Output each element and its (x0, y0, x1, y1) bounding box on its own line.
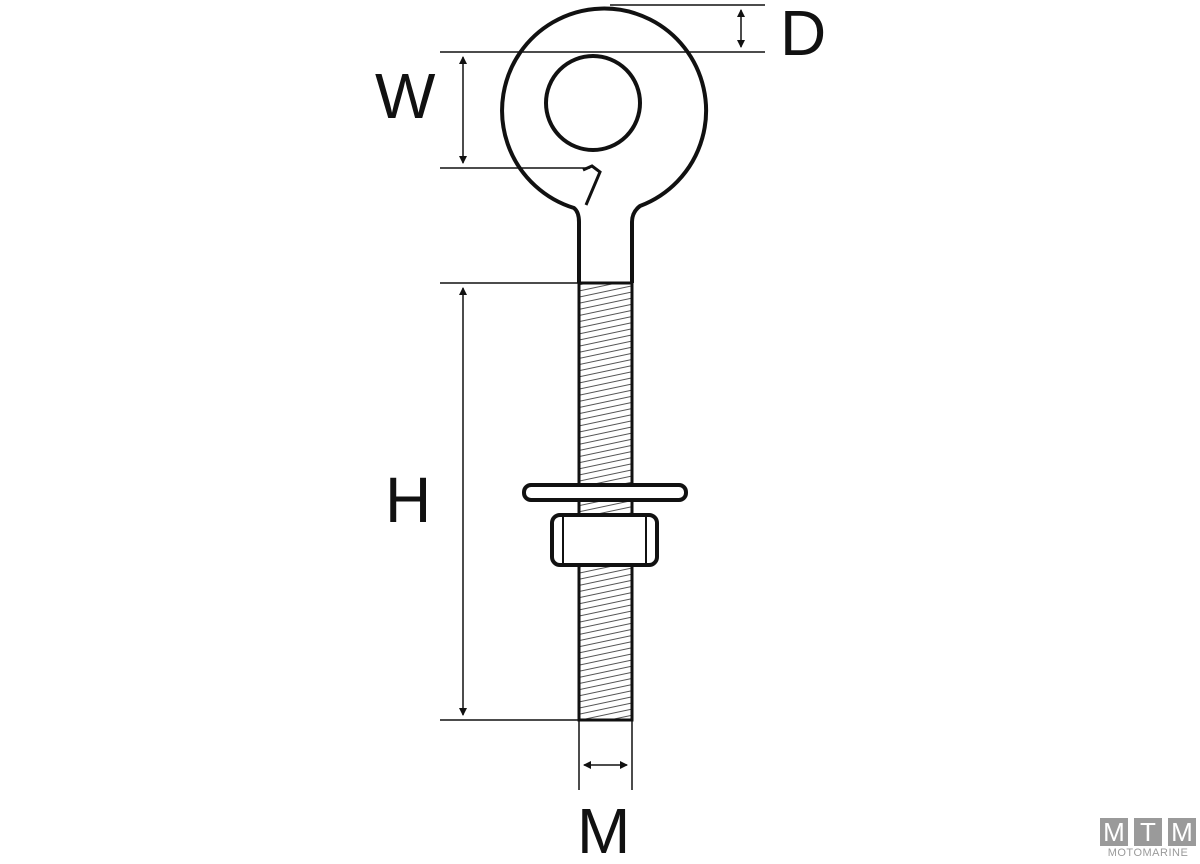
logo-name: MOTOMARINE (1107, 847, 1189, 859)
nut (550, 513, 659, 567)
label-m: M (577, 795, 630, 864)
label-d: D (780, 0, 826, 69)
label-w: W (375, 60, 436, 132)
logo-letter: T (1134, 818, 1162, 846)
logo-letter: M (1168, 818, 1196, 846)
label-h: H (385, 464, 431, 536)
dimension-lines (440, 4, 765, 790)
washer (522, 483, 688, 502)
motomarine-logo: M T M MOTOMARINE (1100, 818, 1196, 859)
eye-ring (500, 6, 709, 283)
logo-letter: M (1100, 818, 1128, 846)
